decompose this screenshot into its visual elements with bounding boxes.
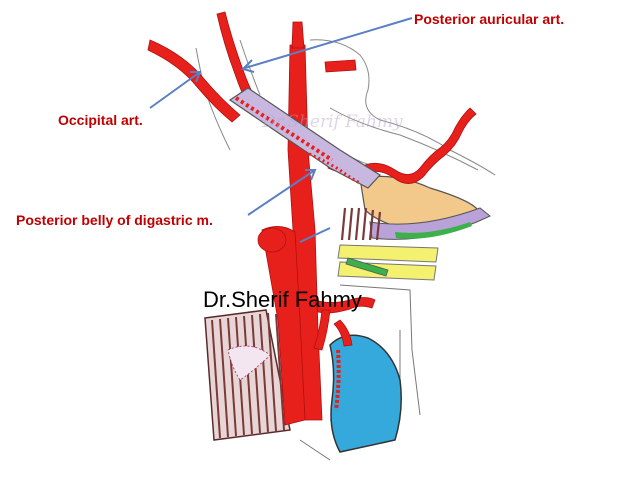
label-posterior-auricular-artery: Posterior auricular art.: [414, 11, 565, 27]
author-credit: Dr.Sherif Fahmy: [203, 287, 362, 312]
green-bar: [345, 257, 389, 277]
pointer-lines: [149, 17, 413, 243]
green-strip: [395, 222, 472, 239]
sternocleidomastoid-muscle: [204, 309, 291, 441]
posterior-belly-digastric-muscle: [228, 87, 381, 189]
label-posterior-belly-digastric: Posterior belly of digastric m.: [16, 212, 213, 228]
thyroid-gland: [329, 334, 402, 453]
hyoid-muscle-stripes: [340, 207, 382, 241]
watermark-text: Dr.Sherif Fahmy: [262, 112, 403, 132]
thyroid-gland-edge: [334, 349, 341, 411]
label-occipital-artery: Occipital art.: [58, 112, 143, 128]
stylohyoid-band: [369, 207, 491, 240]
yellow-band-1: [337, 244, 439, 263]
